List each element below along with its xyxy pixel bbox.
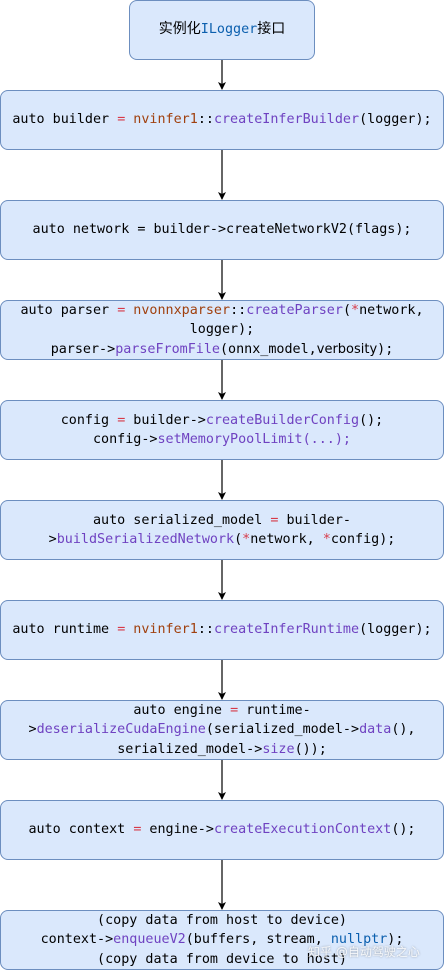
node-deserialize-engine: auto engine = runtime- >deserializeCudaE… (0, 700, 444, 760)
node-create-network-label: auto network = builder->createNetworkV2(… (32, 222, 412, 238)
node-enqueue: (copy data from host to device) context-… (0, 910, 444, 970)
node-create-parser-label: auto parser = nvonnxparser::createParser… (20, 302, 424, 357)
node-enqueue-label: (copy data from host to device) context-… (40, 912, 404, 967)
watermark-text: 知乎 @自动驾驶之心 (308, 945, 420, 959)
node-instantiate-ilogger-label: 实例化ILogger接口 (158, 21, 286, 38)
node-create-runtime: auto runtime = nvinfer1::createInferRunt… (0, 600, 444, 660)
node-build-serialized-network-label: auto serialized_model = builder- >buildS… (48, 512, 396, 548)
node-create-builder: auto builder = nvinfer1::createInferBuil… (0, 90, 444, 150)
node-create-builder-label: auto builder = nvinfer1::createInferBuil… (12, 112, 432, 128)
node-instantiate-ilogger: 实例化ILogger接口 (129, 0, 315, 60)
node-create-execution-context: auto context = engine->createExecutionCo… (0, 800, 444, 860)
node-create-network: auto network = builder->createNetworkV2(… (0, 200, 444, 260)
node-create-runtime-label: auto runtime = nvinfer1::createInferRunt… (12, 622, 432, 638)
node-create-parser: auto parser = nvonnxparser::createParser… (0, 300, 444, 360)
node-deserialize-engine-label: auto engine = runtime- >deserializeCudaE… (28, 702, 416, 757)
node-create-execution-context-label: auto context = engine->createExecutionCo… (28, 822, 416, 838)
node-build-serialized-network: auto serialized_model = builder- >buildS… (0, 500, 444, 560)
node-builder-config: config = builder->createBuilderConfig();… (0, 400, 444, 460)
node-builder-config-label: config = builder->createBuilderConfig();… (60, 412, 384, 448)
